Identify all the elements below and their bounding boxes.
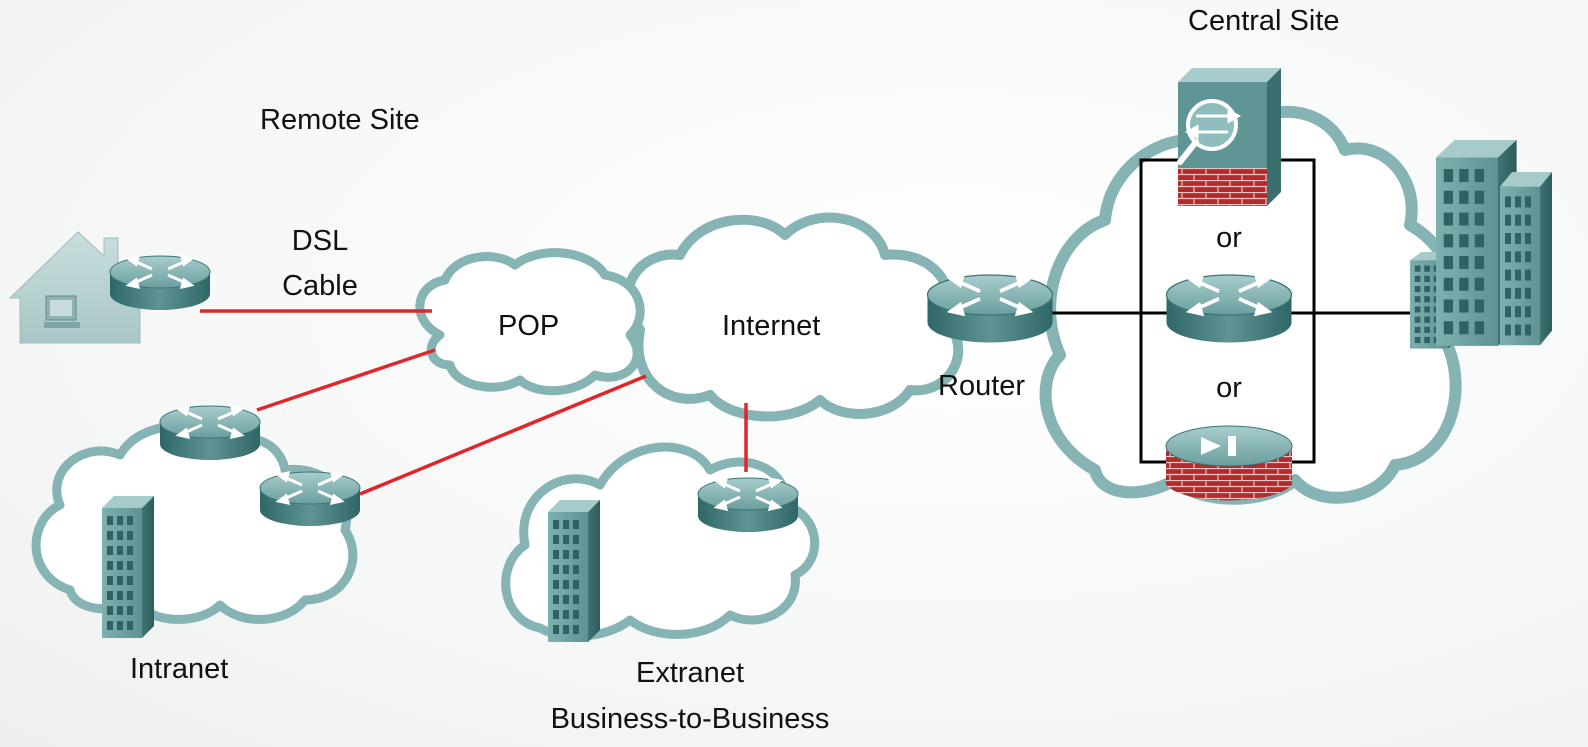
red-links — [200, 309, 748, 496]
router-icon — [696, 476, 800, 534]
dsl-label: DSL — [291, 225, 349, 257]
intranet-label: Intranet — [130, 653, 229, 685]
vpn-concentrator-icon — [1177, 68, 1281, 206]
remote-site-label: Remote Site — [260, 104, 420, 136]
building-icon — [102, 496, 154, 638]
central-site-label: Central Site — [1188, 5, 1340, 37]
internet-label: Internet — [722, 310, 821, 342]
router-icon — [158, 404, 262, 462]
link-intranet-router1-pop — [256, 348, 436, 412]
router-icon — [258, 470, 362, 528]
building-icon — [548, 500, 600, 642]
or-label-1: or — [1216, 222, 1242, 254]
b2b-label: Business-to-Business — [550, 703, 830, 735]
router-icon — [108, 254, 212, 312]
pop-label: POP — [498, 310, 560, 342]
router-icon — [925, 273, 1055, 345]
cable-label: Cable — [282, 270, 358, 302]
link-intranet-router2-internet — [359, 374, 647, 496]
pop-cloud — [415, 248, 645, 396]
extranet-label: Extranet — [636, 657, 744, 689]
router-icon — [1164, 273, 1294, 345]
router-label: Router — [938, 370, 1026, 402]
or-label-2: or — [1216, 372, 1242, 404]
pix-firewall-icon — [1165, 425, 1293, 501]
